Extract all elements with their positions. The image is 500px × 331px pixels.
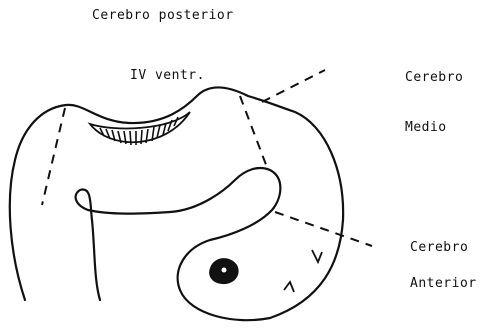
iv-ventricle-region [90, 112, 190, 142]
label-iv-ventricle: IV ventr. [130, 68, 205, 83]
forebrain-notch-1 [312, 250, 322, 262]
midbrain-upper-dashed-line [240, 96, 268, 170]
label-cerebro-anterior-line2: Anterior [410, 276, 477, 291]
label-cerebro-posterior: Cerebro posterior [92, 8, 234, 23]
forebrain-dashed-line [275, 212, 372, 246]
eye-highlight [222, 268, 227, 273]
label-cerebro-medio-line1: Cerebro [405, 70, 463, 85]
posterior-dashed-boundary [42, 108, 65, 205]
forebrain-notch-2 [284, 282, 294, 292]
label-cerebro-medio-line2: Medio [405, 120, 447, 135]
midbrain-leader-line [262, 70, 325, 102]
label-cerebro-anterior-line1: Cerebro [410, 240, 468, 255]
